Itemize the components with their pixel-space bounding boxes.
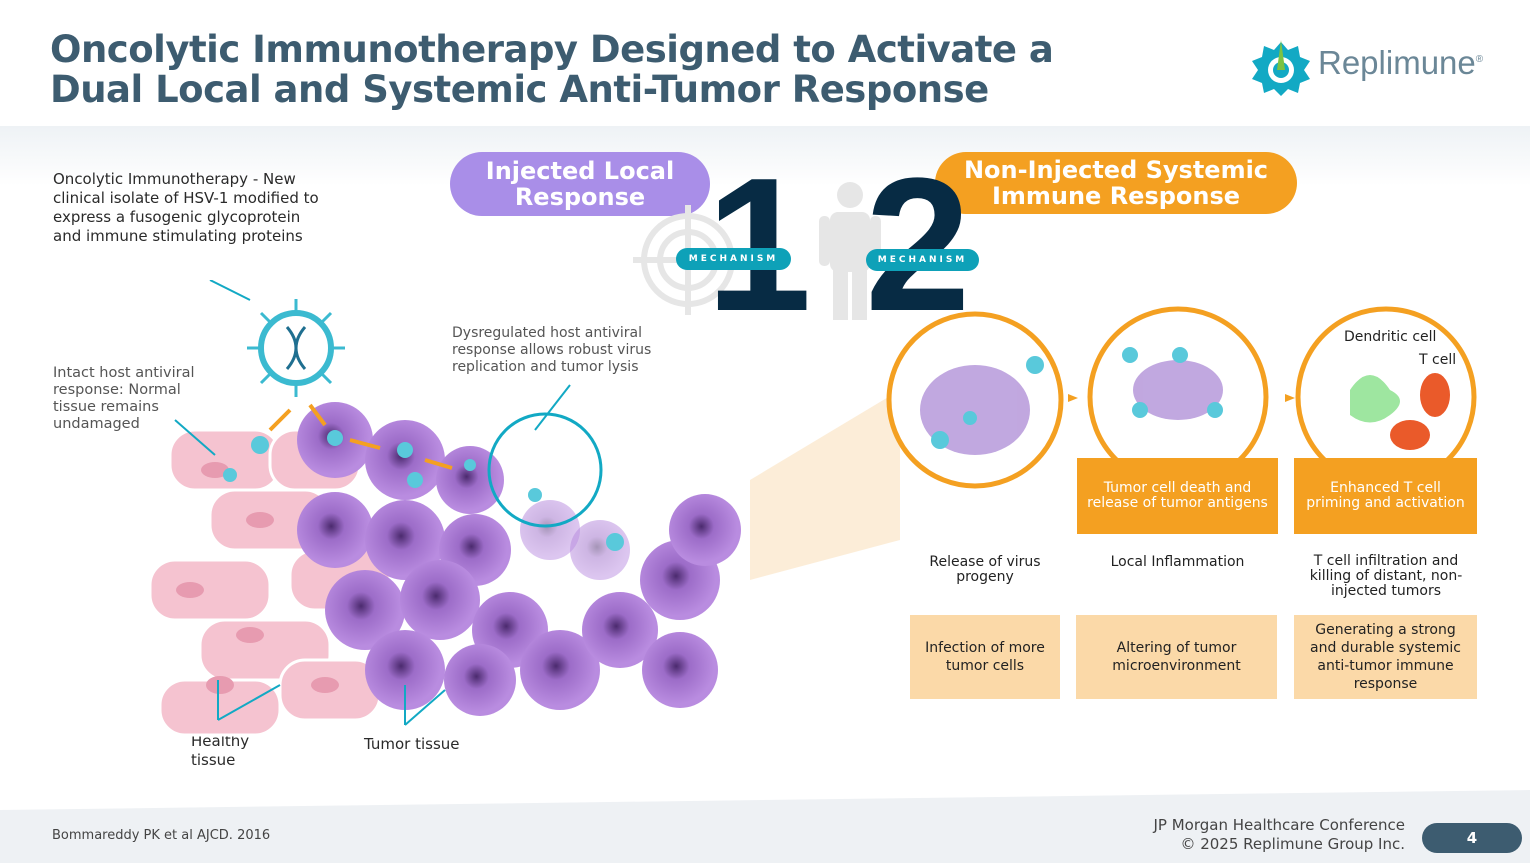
dysregulated-label: Dysregulated host antiviral response all…	[452, 325, 652, 375]
step-3-detail: Generating a strong and durable systemic…	[1294, 615, 1477, 699]
tissue-illustration	[148, 280, 900, 737]
step-2-caption: Local Inflammation	[1110, 554, 1245, 570]
injected-local-response-pill: Injected Local Response	[450, 152, 710, 216]
mechanism-1-badge: MECHANISM	[676, 248, 791, 270]
step-1-detail: Infection of more tumor cells	[910, 615, 1060, 699]
page-title: Oncolytic Immunotherapy Designed to Acti…	[50, 28, 1054, 111]
intact-label: Intact host antiviral response: Normal t…	[53, 365, 195, 432]
intro-text: Oncolytic Immunotherapy - New clinical i…	[53, 170, 319, 245]
logo-wordmark: Replimune	[1318, 44, 1476, 81]
registered-mark: ®	[1475, 54, 1484, 65]
conference-name: JP Morgan Healthcare Conference	[1153, 816, 1406, 834]
t-cell-label: T cell	[1419, 352, 1457, 368]
dendritic-cell-label: Dendritic cell	[1344, 329, 1437, 345]
step-3-caption: T cell infiltration and killing of dista…	[1309, 553, 1463, 599]
mechanism-1-number: 1	[706, 139, 812, 351]
step-2-detail: Altering of tumor microenvironment	[1076, 615, 1277, 699]
logo-text: Replimune®	[1318, 44, 1483, 82]
title-line-1: Oncolytic Immunotherapy Designed to Acti…	[50, 28, 1054, 71]
virus-dna-icon	[247, 299, 345, 397]
replimune-logo-icon	[1252, 40, 1310, 96]
copyright: © 2025 Replimune Group Inc.	[1180, 835, 1405, 853]
process-circles	[886, 306, 1477, 489]
mechanism-2-number: 2	[865, 139, 971, 351]
systemic-response-pill: Non-Injected Systemic Immune Response	[935, 152, 1297, 214]
step-2-box: Tumor cell death and release of tumor an…	[1077, 458, 1278, 534]
footer-info: JP Morgan Healthcare Conference © 2025 R…	[1100, 816, 1406, 854]
person-icon	[819, 182, 881, 320]
title-line-2: Dual Local and Systemic Anti-Tumor Respo…	[50, 68, 989, 111]
step-1-caption: Release of virus progeny	[929, 554, 1041, 585]
citation: Bommareddy PK et al AJCD. 2016	[52, 828, 271, 843]
tumor-label: Tumor tissue	[364, 735, 460, 753]
step-3-box: Enhanced T cell priming and activation	[1294, 458, 1477, 534]
page-number: 4	[1422, 823, 1522, 853]
mechanism-2-badge: MECHANISM	[866, 249, 979, 271]
